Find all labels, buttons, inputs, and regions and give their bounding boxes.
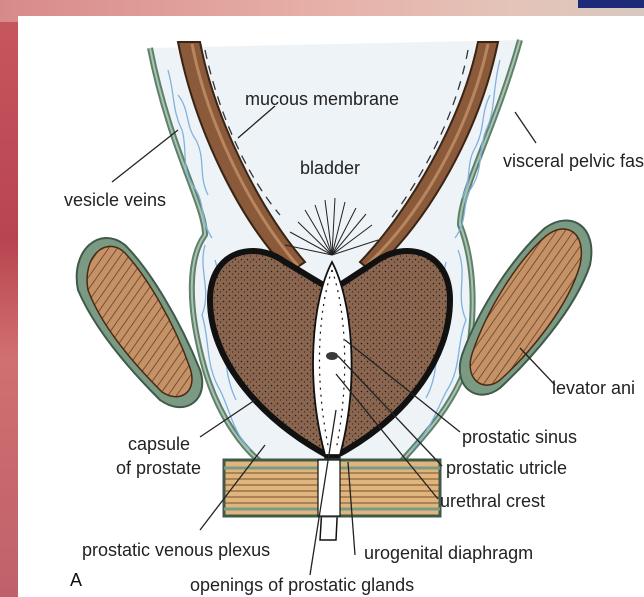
label-urethral-crest: urethral crest — [440, 491, 545, 511]
label-urogenital-diaphragm: urogenital diaphragm — [364, 543, 533, 563]
label-capsule: capsule — [128, 434, 190, 454]
label-mucous-membrane: mucous membrane — [245, 89, 399, 109]
levator-ani-left — [77, 238, 203, 407]
label-of-prostate: of prostate — [116, 458, 201, 478]
urogenital-diaphragm — [224, 460, 440, 516]
label-visceral-pelvic-fascia: visceral pelvic fas — [503, 151, 644, 171]
label-prostatic-sinus: prostatic sinus — [462, 427, 577, 447]
levator-ani-right — [460, 220, 592, 394]
label-vesicle-veins: vesicle veins — [64, 190, 166, 210]
label-prostatic-utricle: prostatic utricle — [446, 458, 567, 478]
label-prostatic-venous-plexus: prostatic venous plexus — [82, 540, 270, 560]
label-openings-of-prostatic-glands: openings of prostatic glands — [190, 575, 414, 595]
label-levator-ani: levator ani — [552, 378, 635, 398]
label-bladder: bladder — [300, 158, 360, 178]
panel-letter: A — [70, 570, 82, 590]
